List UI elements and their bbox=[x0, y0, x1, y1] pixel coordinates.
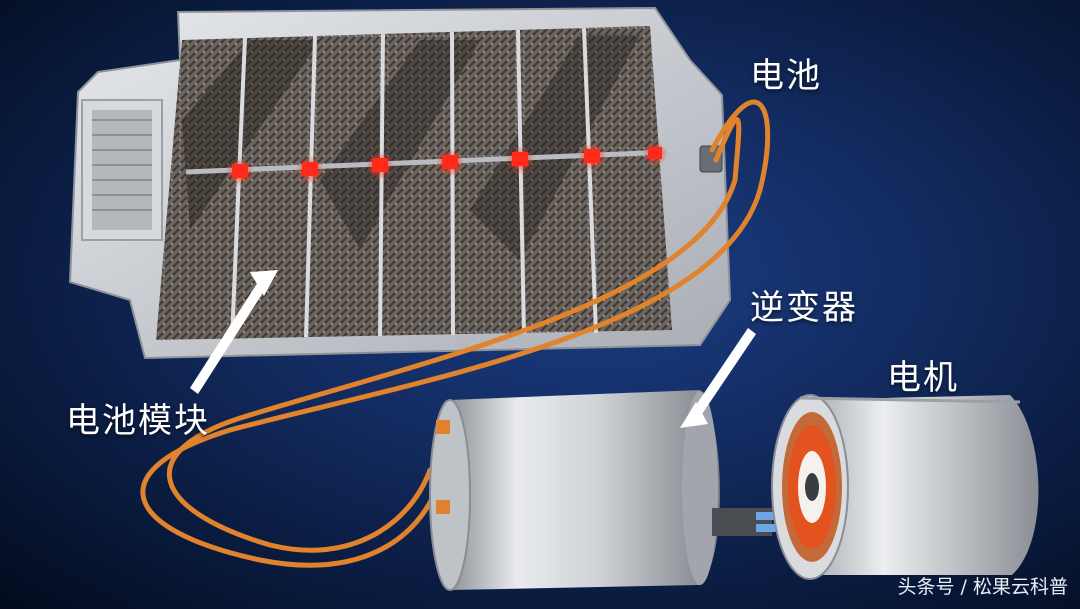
label-arrows bbox=[190, 270, 756, 428]
inverter-label: 逆变器 bbox=[750, 288, 858, 328]
battery-pack bbox=[68, 6, 732, 360]
motor bbox=[771, 394, 1039, 580]
hv-cables bbox=[140, 99, 771, 568]
module-separators bbox=[230, 27, 598, 339]
battery-label: 电池 bbox=[750, 56, 822, 96]
battery-module-label: 电池模块 bbox=[66, 401, 210, 441]
motor-label: 电机 bbox=[887, 358, 959, 398]
inverter bbox=[429, 390, 790, 591]
watermark: 头条号 / 松果云科普 bbox=[897, 576, 1068, 598]
module-connectors bbox=[226, 142, 667, 186]
